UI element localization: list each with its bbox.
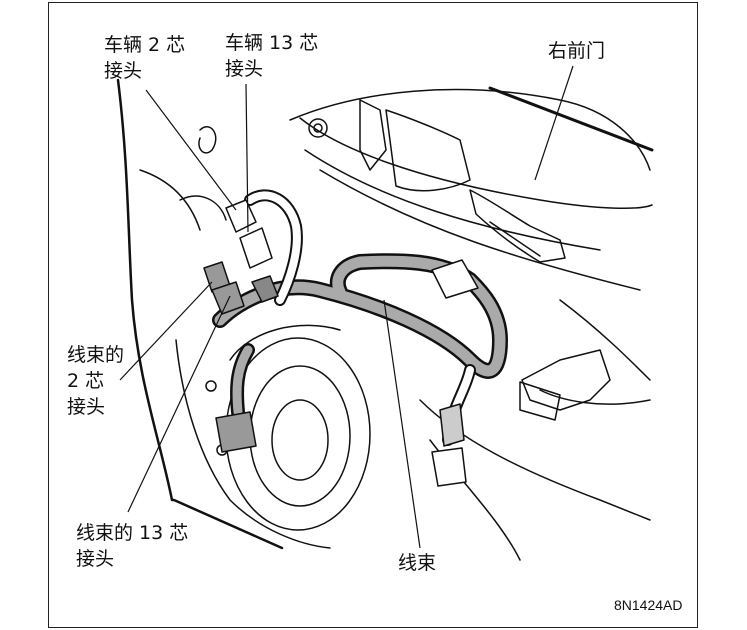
bottom-right-connector bbox=[431, 447, 467, 487]
leader-harness-13pin bbox=[127, 295, 231, 513]
leader-right-front-door bbox=[534, 65, 574, 181]
speaker-cone bbox=[271, 399, 329, 481]
door-inner-edge bbox=[175, 339, 331, 549]
mirror-mount bbox=[359, 99, 387, 171]
label-harness-13pin: 线束的 13 芯 接头 bbox=[76, 522, 189, 570]
label-harness-2pin: 线束的 2 芯 接头 bbox=[67, 344, 125, 418]
leader-harness bbox=[383, 299, 421, 549]
vehicle-2pin-connector bbox=[225, 199, 257, 233]
leader-vehicle-13pin bbox=[245, 83, 249, 233]
lower-plug-connector bbox=[215, 411, 257, 453]
label-right-front-door: 右前门 bbox=[548, 40, 606, 62]
mid-harness-connector bbox=[431, 259, 479, 299]
figure-code: 8N1424AD bbox=[614, 597, 683, 613]
label-vehicle-2pin: 车辆 2 芯 接头 bbox=[104, 34, 186, 82]
label-harness: 线束 bbox=[398, 552, 437, 574]
label-vehicle-13pin: 车辆 13 芯 接头 bbox=[225, 32, 319, 80]
vehicle-13pin-connector bbox=[239, 227, 273, 269]
leader-harness-2pin bbox=[119, 281, 213, 381]
small-connector bbox=[251, 275, 279, 303]
speaker-mid bbox=[249, 365, 351, 507]
door-edge-line bbox=[116, 78, 284, 550]
window-frame-line bbox=[488, 86, 654, 152]
harness-13pin-connector bbox=[211, 281, 245, 315]
door-panel-line bbox=[299, 117, 653, 209]
leader-vehicle-2pin bbox=[145, 89, 237, 211]
door-top-line bbox=[289, 88, 651, 171]
